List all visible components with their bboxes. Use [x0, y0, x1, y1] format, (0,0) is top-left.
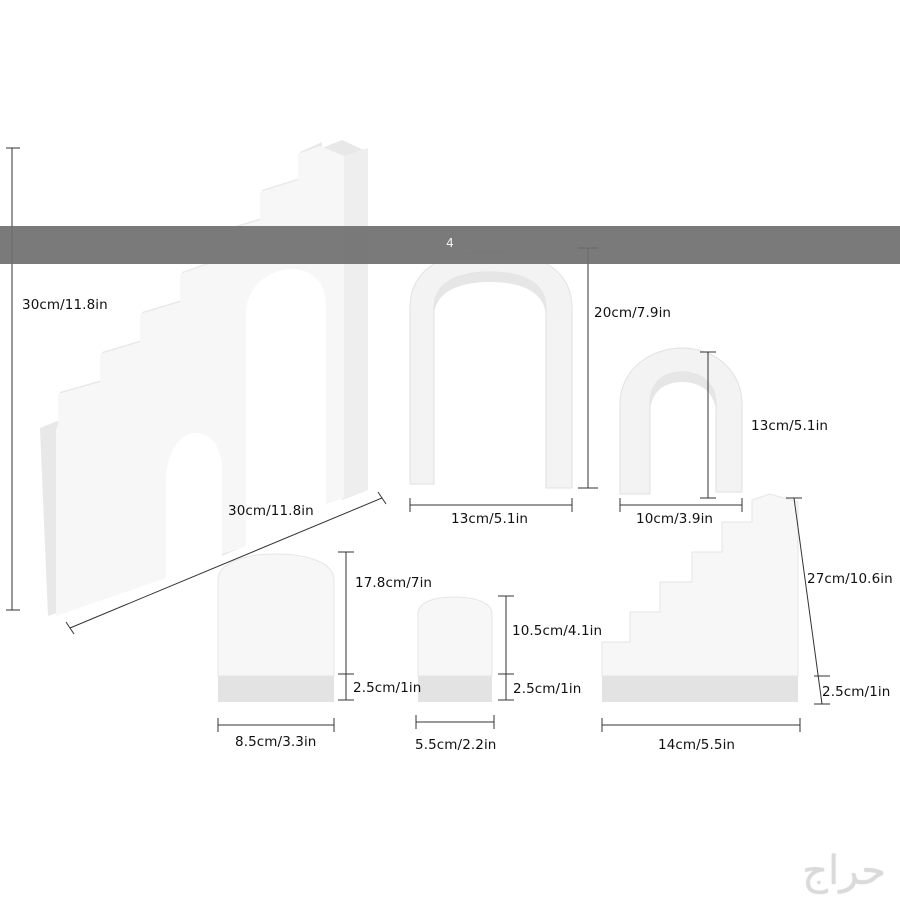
- label-short-block-width: 5.5cm/2.2in: [415, 737, 497, 753]
- watermark-logo: حراج: [802, 848, 886, 894]
- label-stairs-width: 14cm/5.5in: [658, 737, 736, 753]
- stair-arch-wall: [40, 140, 368, 616]
- overlay-banner: 4: [0, 226, 900, 264]
- dim-line-stairs-height: [793, 497, 823, 705]
- label-tall-block-depth: 2.5cm/1in: [353, 680, 422, 696]
- large-arch: [409, 251, 573, 489]
- label-short-block-height: 10.5cm/4.1in: [512, 623, 603, 639]
- label-large-arch-height: 20cm/7.9in: [594, 305, 672, 321]
- small-arch: [619, 347, 743, 495]
- dim-line-stair-width: [69, 497, 383, 629]
- short-block: [417, 596, 493, 702]
- label-tall-block-height: 17.8cm/7in: [355, 575, 433, 591]
- stairs-block: [601, 493, 799, 702]
- label-small-arch-height: 13cm/5.1in: [751, 418, 829, 434]
- label-stairs-depth: 2.5cm/1in: [822, 684, 891, 700]
- tall-block: [217, 553, 335, 702]
- banner-label: 4: [446, 236, 454, 250]
- label-small-arch-width: 10cm/3.9in: [636, 511, 714, 527]
- label-short-block-depth: 2.5cm/1in: [513, 681, 582, 697]
- label-tall-block-width: 8.5cm/3.3in: [235, 734, 317, 750]
- label-stair-arch-width: 30cm/11.8in: [228, 503, 314, 519]
- label-stairs-height: 27cm/10.6in: [807, 571, 893, 587]
- label-large-arch-width: 13cm/5.1in: [451, 511, 529, 527]
- label-stair-arch-height: 30cm/11.8in: [22, 297, 108, 313]
